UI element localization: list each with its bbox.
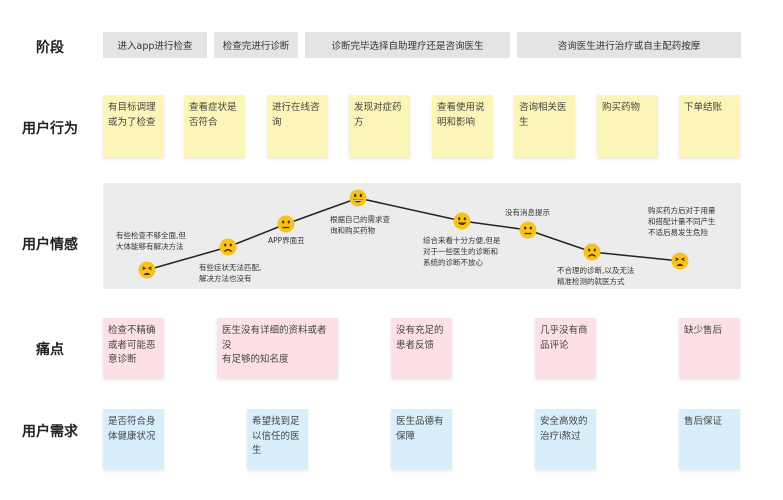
needs-note: 希望找到足 以信任的医 生 xyxy=(247,409,308,469)
row-label-needs: 用户需求 xyxy=(22,424,78,440)
stage-3: 诊断完毕选择自助理疗还是咨询医生 xyxy=(305,32,510,58)
emotion-text: 没有消息提示 xyxy=(505,208,550,217)
emotion-text: 不合理的诊断,以及无法 精准检测的就医方式 xyxy=(557,266,635,286)
emotion-text: 综合来看十分方便,但是 对于一些医生的诊断和 系统的诊断不放心 xyxy=(423,236,501,267)
row-label-pain: 痛点 xyxy=(36,342,64,358)
behavior-note: 进行在线咨 询 xyxy=(267,95,328,157)
behavior-note: 查看使用说 明和影响 xyxy=(432,95,493,157)
emotion-text: 根据自己的需求查 询和购买药物 xyxy=(330,215,390,235)
behavior-note: 下单结账 xyxy=(679,95,740,157)
tired-face-icon xyxy=(671,252,689,270)
stage-1: 进入app进行检查 xyxy=(103,32,207,58)
frown-face-icon xyxy=(583,243,601,261)
emotion-text: APP界面丑 xyxy=(268,236,305,245)
behavior-note: 查看症状是 否符合 xyxy=(184,95,245,157)
row-label-stage: 阶段 xyxy=(36,40,64,56)
behavior-note: 有目标调理 或为了检查 xyxy=(103,95,164,157)
smile-face-icon xyxy=(453,212,471,230)
neutral-face-icon xyxy=(277,215,295,233)
stage-4: 咨询医生进行治疗或自主配药按摩 xyxy=(517,32,741,58)
pain-note: 缺少售后 xyxy=(679,318,740,378)
emotion-text: 购买药方后对于用量 和搭配计量不同产生 不适后易发生危险 xyxy=(648,206,716,237)
row-label-behavior: 用户行为 xyxy=(22,121,78,137)
pain-note: 检查不精确 或者可能恶 意诊断 xyxy=(103,318,164,378)
emotion-text: 有些检查不够全面,但 大体能够有解决方法 xyxy=(116,231,186,251)
pain-note: 几乎没有商 品评论 xyxy=(535,318,596,378)
behavior-note: 发现对症药 方 xyxy=(349,95,410,157)
needs-note: 售后保证 xyxy=(679,409,740,469)
behavior-note: 咨询相关医 生 xyxy=(514,95,575,157)
emotion-text: 有些症状无法匹配, 解决方法也没有 xyxy=(199,263,262,283)
pain-note: 没有充足的 患者反馈 xyxy=(391,318,452,378)
needs-note: 是否符合身 体健康状况 xyxy=(103,409,164,469)
stage-2: 检查完进行诊断 xyxy=(214,32,298,58)
tired-face-icon xyxy=(138,261,156,279)
grin-face-icon xyxy=(349,189,367,207)
neutral-face-icon xyxy=(519,221,537,239)
frown-face-icon xyxy=(219,238,237,256)
needs-note: 安全高效的 治疗i熬过 xyxy=(535,409,596,469)
pain-note: 医生没有详细的资料或者没 有足够的知名度 xyxy=(217,318,338,378)
row-label-emotion: 用户情感 xyxy=(22,237,78,253)
behavior-note: 购买药物 xyxy=(597,95,658,157)
needs-note: 医生品德有 保障 xyxy=(391,409,452,469)
